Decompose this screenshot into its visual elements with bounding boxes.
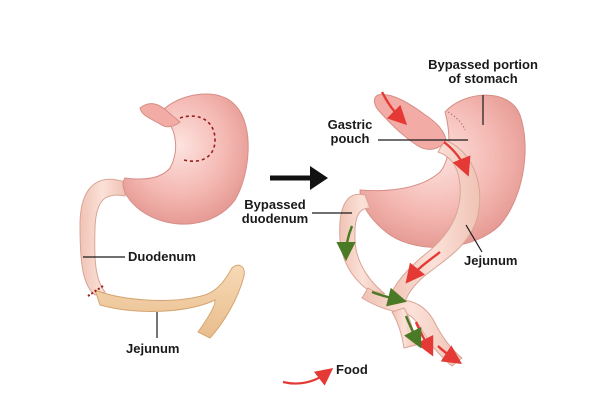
bypassed-stomach-line1: Bypassed portion: [428, 57, 538, 72]
jejunum-left-label: Jejunum: [126, 341, 180, 356]
bypassed-stomach-label: Bypassed portion of stomach: [418, 58, 548, 86]
right-bypassed-duodenum: [339, 193, 386, 295]
bypass-anatomy: [339, 94, 526, 367]
food-legend-arrow: [282, 367, 334, 386]
bypassed-duodenum-line2: duodenum: [241, 211, 309, 226]
left-pouch-outline: [179, 115, 216, 162]
left-stomach: [122, 93, 249, 225]
gastric-pouch-line1: Gastric: [327, 117, 373, 132]
food-legend-label: Food: [336, 362, 368, 377]
bypassed-duodenum-line1: Bypassed: [244, 197, 306, 212]
food-flow-arrows: [380, 91, 471, 364]
gastric-pouch-line2: pouch: [330, 131, 370, 146]
transition-arrow: [270, 166, 328, 190]
left-esophagus: [139, 103, 181, 128]
bypassed-duodenum-label: Bypassed duodenum: [236, 198, 314, 226]
jejunum-right-label: Jejunum: [464, 253, 518, 268]
bypassed-stomach-line2: of stomach: [448, 71, 518, 86]
gastric-pouch-label: Gastric pouch: [318, 118, 382, 146]
right-bypassed-stomach: [359, 94, 526, 248]
right-gastric-pouch: [373, 94, 447, 150]
normal-anatomy: [79, 93, 249, 339]
jejunum-right-leader: [465, 224, 483, 253]
left-duodenum: [79, 178, 126, 296]
left-jejunum: [94, 264, 245, 339]
duodenum-label: Duodenum: [128, 249, 196, 264]
bile-flow-arrows: [336, 225, 422, 349]
